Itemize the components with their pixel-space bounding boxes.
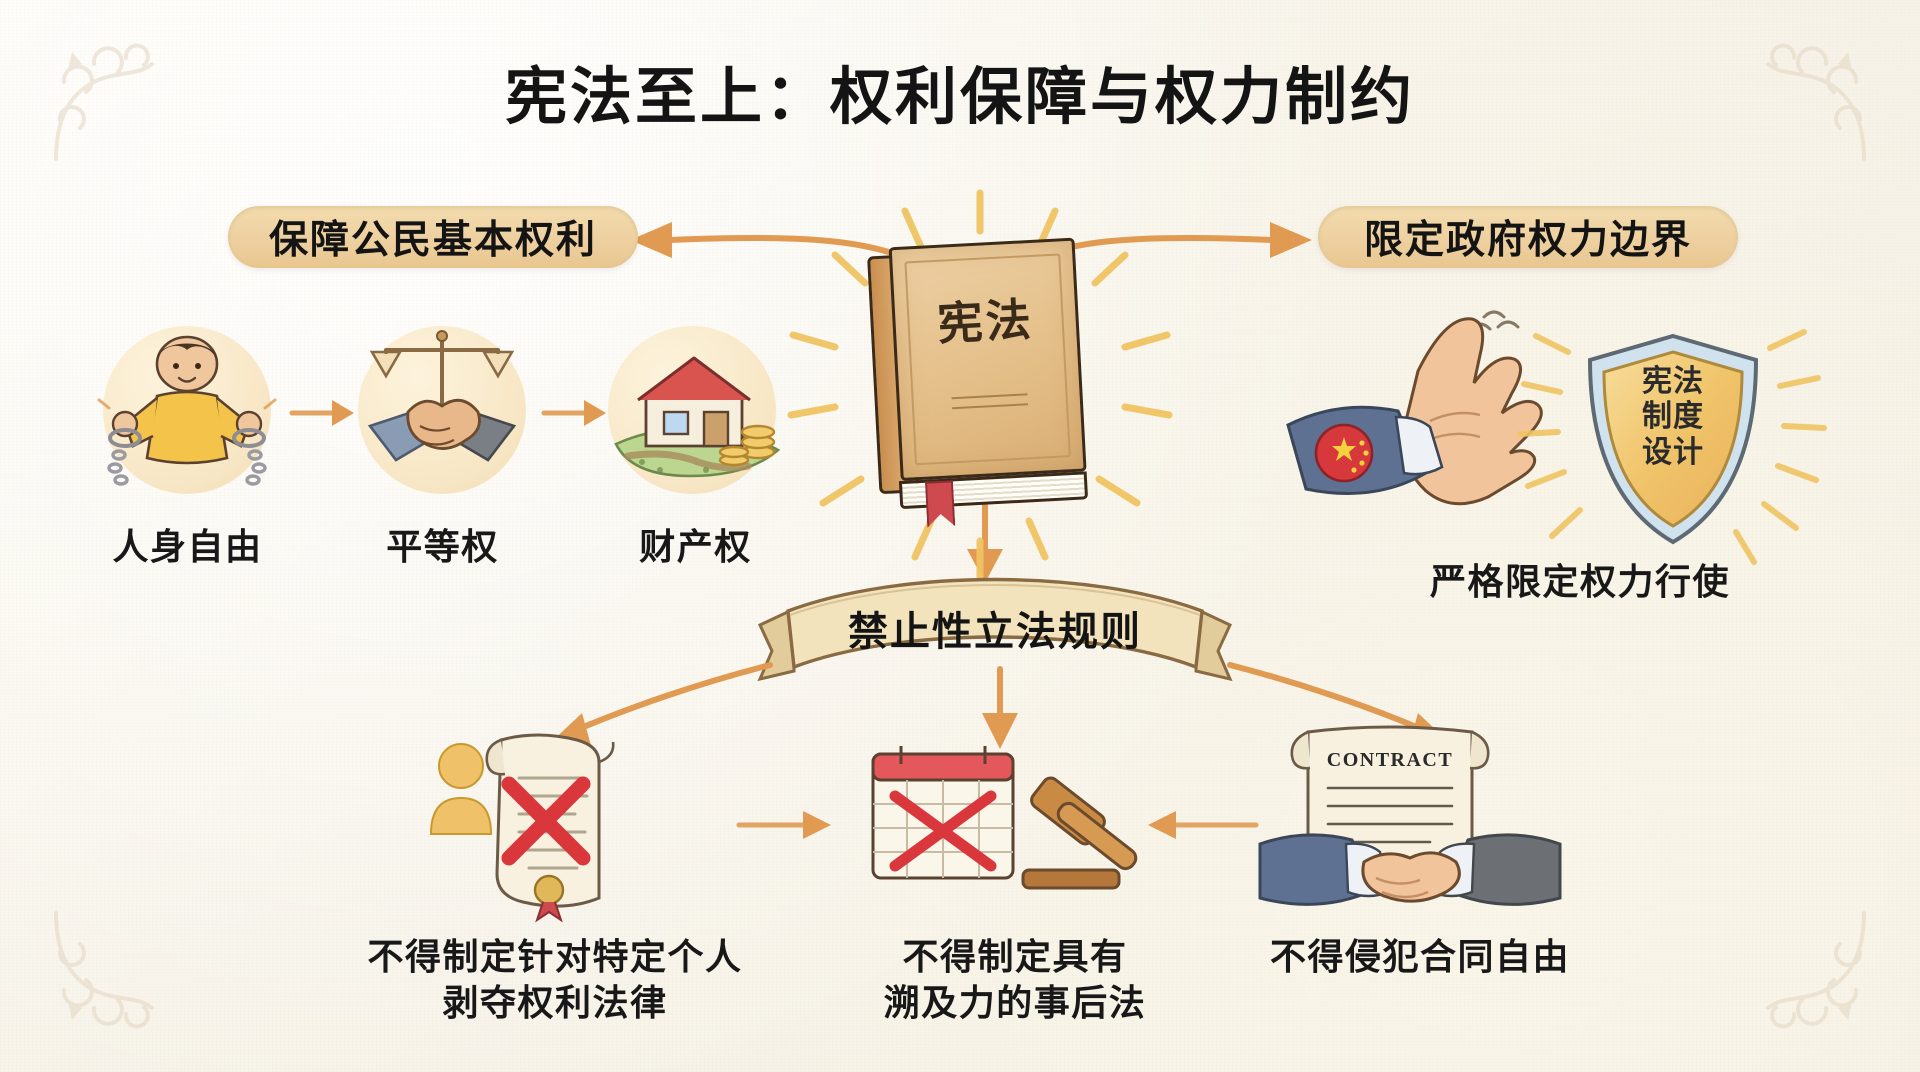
corner-flourish-icon (54, 911, 154, 1029)
label-equality-right: 平等权 (386, 527, 499, 568)
book-to-ribbon-arrow (967, 502, 1003, 583)
broken-handcuffs-person-icon (97, 335, 277, 486)
left-row-arrow-1 (289, 400, 354, 426)
shield-glow-rays-icon (1517, 329, 1827, 565)
bottom-row-arrow-1 (736, 811, 831, 839)
equality-right-illustration (350, 320, 535, 505)
property-right-illustration (598, 320, 793, 505)
label-no-bill-of-attainder: 不得制定针对特定个人 剥夺权利法律 (367, 937, 743, 1025)
label-contract-freedom: 不得侵犯合同自由 (1269, 937, 1570, 978)
ribbon-shape-icon (757, 577, 1233, 682)
book-cover: 宪法 (888, 237, 1087, 482)
label-no-ex-post-facto: 不得制定具有 溯及力的事后法 (883, 937, 1147, 1025)
label-personal-freedom: 人身自由 (112, 527, 263, 568)
prohibitive-legislation-ribbon: 禁止性立法规则 (757, 575, 1233, 685)
left-branch-banner: 保障公民基本权利 (228, 206, 638, 268)
house-land-coins-icon (614, 356, 781, 478)
corner-flourish-icon (1766, 911, 1866, 1029)
personal-freedom-illustration (95, 320, 280, 505)
calendar-cross-gavel-icon (871, 746, 1138, 890)
radiant-rays-icon (787, 189, 1173, 581)
person-scroll-red-cross-icon (429, 733, 615, 923)
stop-hand-emblem-icon (1286, 310, 1543, 506)
constitution-shield: 宪法 制度 设计 (1517, 329, 1827, 565)
corner-flourish-icon (1766, 43, 1866, 161)
no-bill-of-attainder-illustration (425, 730, 675, 925)
constitution-book: 宪法 (787, 189, 1173, 581)
shield-label: 宪法 制度 设计 (1642, 364, 1704, 470)
bottom-row-arrow-2 (1148, 811, 1259, 839)
page-title: 宪法至上：权利保障与权力制约 (504, 60, 1415, 133)
label-property-right: 财产权 (639, 527, 752, 568)
handshake-contract-icon: CONTRACT (1258, 725, 1562, 906)
no-ex-post-facto-illustration (855, 730, 1155, 925)
label-power-restriction: 严格限定权力行使 (1429, 562, 1730, 603)
book-title-text: 宪法 (936, 292, 1035, 351)
corner-flourish-icon (54, 43, 154, 161)
power-limitation-illustration (1270, 305, 1600, 535)
left-row-arrow-2 (541, 400, 606, 426)
book-illustration: 宪法 (867, 237, 1089, 496)
right-branch-banner: 限定政府权力边界 (1318, 206, 1738, 268)
shield-icon (1587, 333, 1759, 545)
contract-document-word: CONTRACT (1327, 749, 1453, 771)
scales-handshake-icon (367, 330, 517, 462)
contract-freedom-illustration: CONTRACT (1258, 720, 1562, 920)
ribbon-label: 禁止性立法规则 (848, 609, 1142, 655)
